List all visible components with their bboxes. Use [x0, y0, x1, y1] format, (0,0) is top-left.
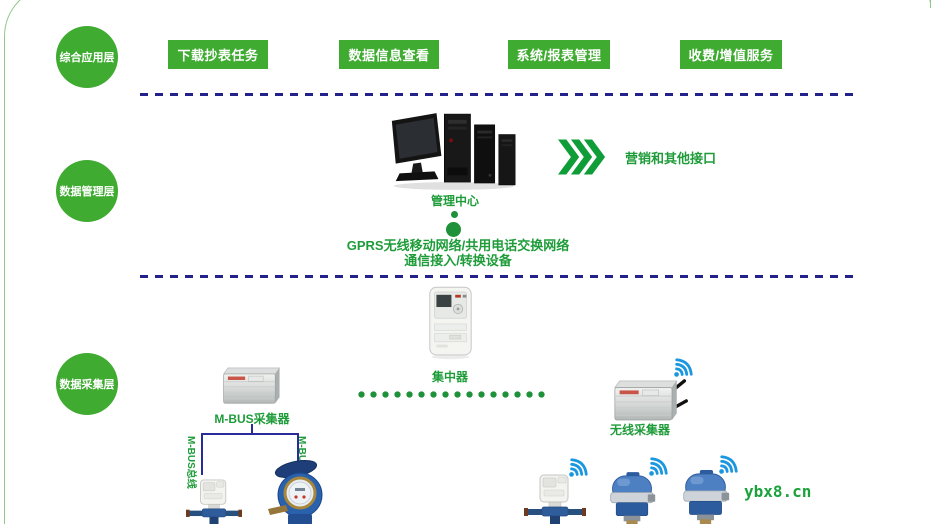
separator-dotted-green: [358, 391, 550, 398]
chevron-arrows-icon: [558, 139, 606, 175]
layer-label-management: 数据管理层: [59, 186, 115, 198]
app-button-label: 收费/增值服务: [688, 48, 774, 63]
layer-circle-collection: 数据采集层: [56, 353, 118, 415]
smart-water-meter-image: [606, 472, 658, 524]
connector-dot-small: [451, 211, 458, 218]
mbus-collector-device-image: [221, 364, 283, 408]
network-line1: GPRS无线移动网络/共用电话交换网络: [346, 238, 570, 253]
layer-label-application: 综合应用层: [59, 52, 115, 64]
app-button-billing-service: 收费/增值服务: [680, 40, 782, 69]
mbus-bracket-stub: [251, 424, 253, 434]
page-border-corner: [914, 0, 931, 8]
separator-dashed-middle: [140, 275, 856, 278]
layer-circle-management: 数据管理层: [56, 160, 118, 222]
management-center-label: 管理中心: [430, 194, 479, 208]
layer-label-collection: 数据采集层: [59, 379, 115, 391]
app-button-download-tasks: 下载抄表任务: [168, 40, 268, 69]
mbus-collector-label: M-BUS采集器: [214, 412, 290, 426]
water-meter-white-image: [186, 479, 242, 524]
watermark-text: ybx8.cn: [744, 482, 812, 501]
mbus-bracket-left-line: [201, 433, 203, 475]
wireless-collector-label: 无线采集器: [609, 423, 670, 437]
app-button-label: 系统/报表管理: [516, 48, 602, 63]
app-button-data-view: 数据信息查看: [339, 40, 439, 69]
smart-water-meter-image: [679, 470, 732, 524]
layer-circle-application: 综合应用层: [56, 26, 118, 88]
network-description: GPRS无线移动网络/共用电话交换网络 通信接入/转换设备: [320, 238, 596, 268]
app-button-label: 数据信息查看: [348, 48, 430, 63]
concentrator-device-image: [427, 286, 474, 360]
marketing-interface-label: 营销和其他接口: [625, 151, 717, 166]
wifi-icon: [668, 355, 696, 383]
wireless-water-meter-white-image: [524, 474, 586, 524]
app-button-system-report: 系统/报表管理: [508, 40, 610, 69]
connector-dot-large: [446, 222, 461, 237]
water-meter-mechanical-image: [266, 459, 334, 524]
concentrator-label: 集中器: [431, 370, 468, 384]
management-center-computer-image: [386, 111, 522, 191]
mbus-bracket-right-line: [297, 433, 299, 475]
network-line2: 通信接入/转换设备: [404, 253, 512, 268]
separator-dashed-top: [140, 93, 856, 96]
mbus-bracket-horizontal: [201, 433, 299, 435]
app-button-label: 下载抄表任务: [177, 48, 259, 63]
